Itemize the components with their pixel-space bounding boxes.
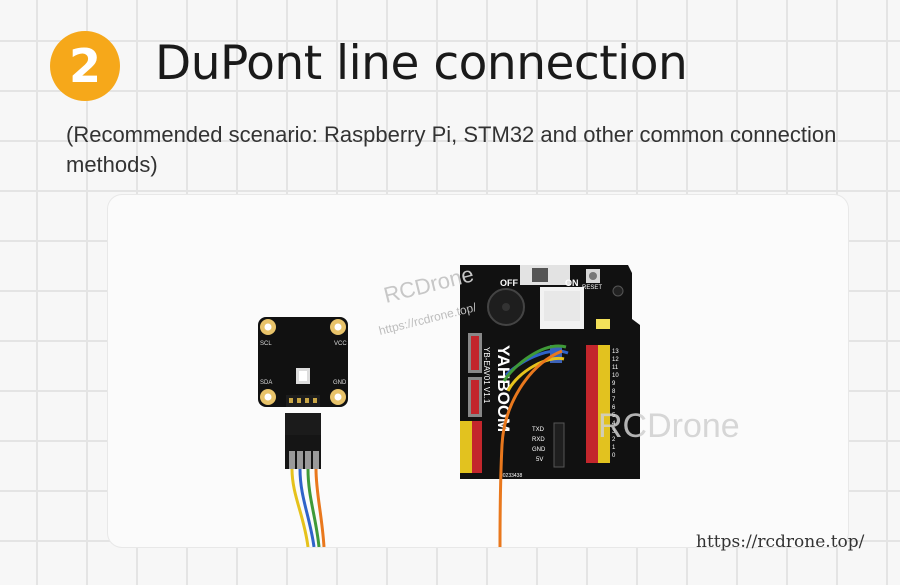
switch-on-label: ON <box>565 278 579 288</box>
switch-off-label: OFF <box>500 278 518 288</box>
pin-number: 3 <box>612 429 616 435</box>
footer-url-watermark: https://rcdrone.top/ <box>696 532 865 552</box>
pin-number: 1 <box>612 445 616 451</box>
board-model-text: YB-EAV01 V1.1 <box>482 347 491 404</box>
product-photo: SCL VCC SDA GND <box>108 195 848 547</box>
dupont-wires-board <box>498 344 569 547</box>
page-title: DuPont line connection <box>155 36 688 91</box>
sensor-pin-label: GND <box>333 380 347 386</box>
pin-number: 13 <box>612 349 619 355</box>
pin-number: 12 <box>612 357 619 363</box>
pin-number: 10 <box>612 373 619 379</box>
pin-number: 9 <box>612 381 616 387</box>
sensor-module: SCL VCC SDA GND <box>258 317 348 407</box>
pin-number: 7 <box>612 397 616 403</box>
pin-number: 8 <box>612 389 616 395</box>
pin-number: 5 <box>612 413 616 419</box>
connection-illustration: SCL VCC SDA GND <box>258 261 740 547</box>
pin-number: 4 <box>612 421 616 427</box>
pin-number: 0 <box>612 453 616 459</box>
uart-label: GND <box>532 447 546 453</box>
sensor-pin-label: SCL <box>260 341 272 347</box>
reset-label: RESET <box>582 285 602 291</box>
page-subtitle: (Recommended scenario: Raspberry Pi, STM… <box>66 122 837 177</box>
brand-watermark-large: RCDrone <box>598 407 740 445</box>
sensor-pin-label: SDA <box>260 380 272 386</box>
uart-label: 5V <box>536 457 543 463</box>
pin-number: 11 <box>612 365 619 371</box>
uart-label: RXD <box>532 437 545 443</box>
uart-label: TXD <box>532 427 545 433</box>
dupont-wires-sensor <box>285 413 326 547</box>
pin-number: 2 <box>612 437 616 443</box>
controller-board: OFF ON RESET YAHBOOM YB-EAV01 V1.1 <box>460 265 640 479</box>
sensor-pin-label: VCC <box>334 341 347 347</box>
board-serial-code: 00233438 <box>500 473 522 479</box>
pin-number: 6 <box>612 405 616 411</box>
step-number-badge: 2 <box>50 31 120 101</box>
